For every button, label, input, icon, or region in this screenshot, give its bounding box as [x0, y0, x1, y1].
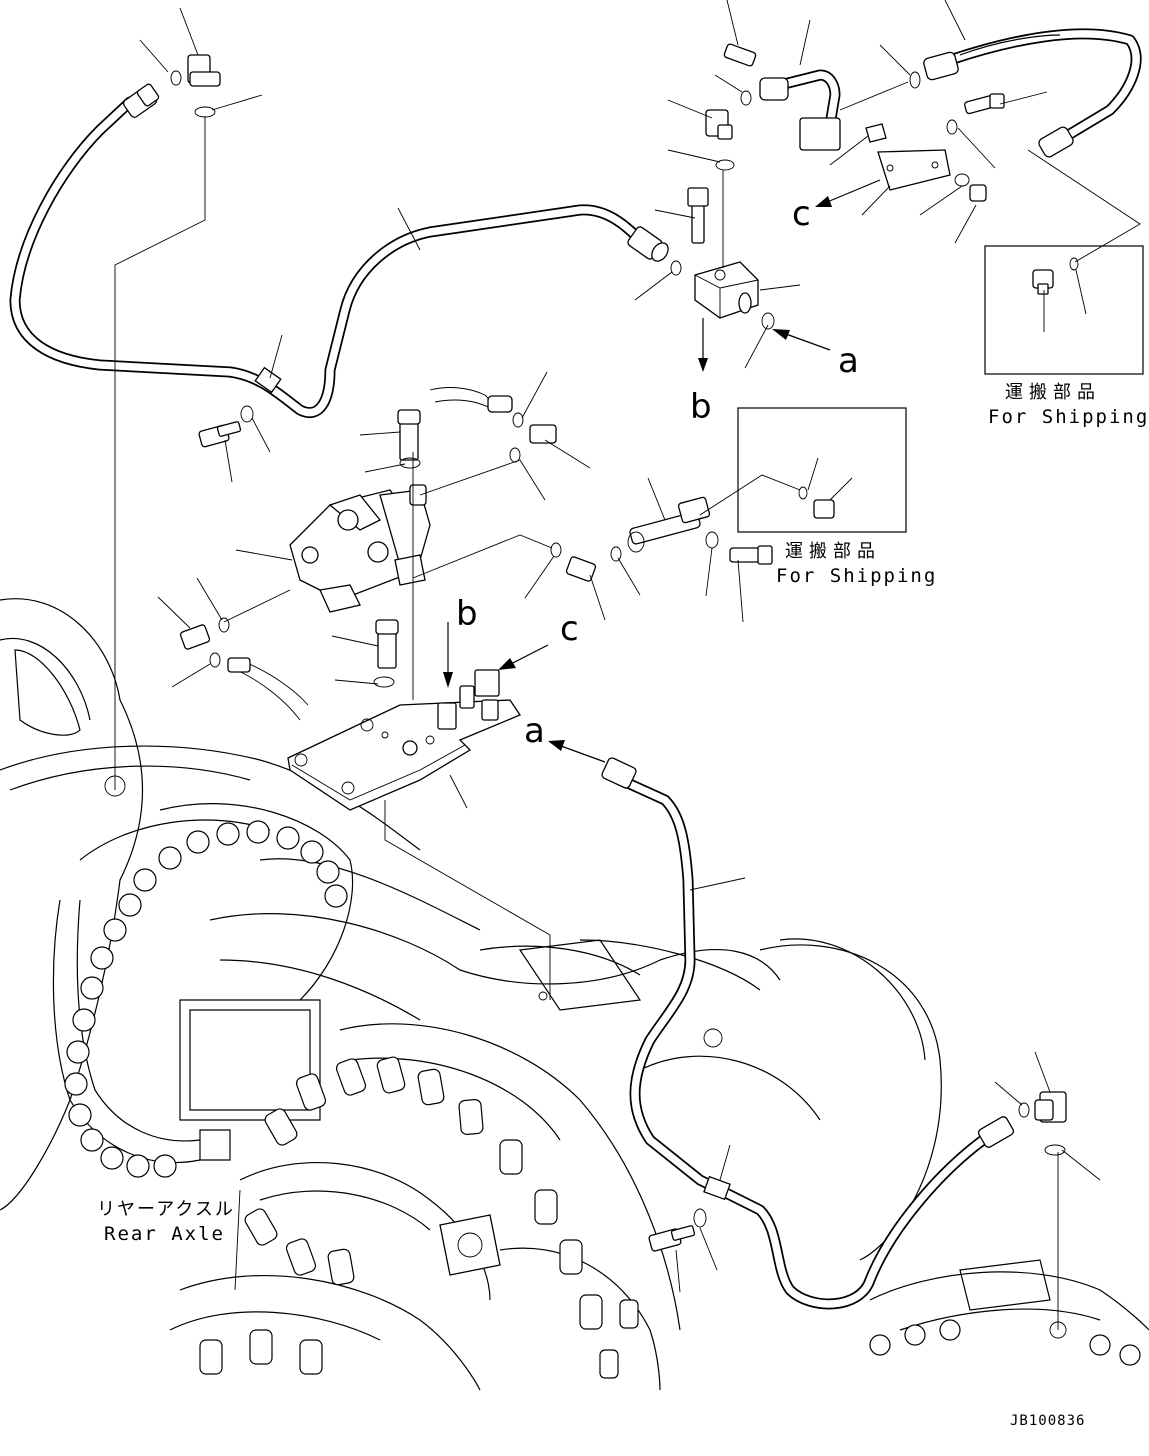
check-valve-rod [627, 496, 773, 565]
tube-nut-upper-left [122, 83, 160, 118]
callout-arrows [443, 179, 881, 763]
elbow-fitting-top-left [170, 54, 221, 118]
shipping-box-1 [984, 245, 1144, 375]
junction-block [670, 187, 775, 330]
brake-tube-lower [601, 757, 1015, 1310]
callout-b-top: b [690, 387, 712, 427]
hose-top-right [923, 28, 1142, 158]
wheel-studs [199, 1056, 1141, 1379]
shipping-box-2-label-jp: 運搬部品 [785, 541, 881, 562]
valve-fittings [179, 387, 622, 721]
tube-nut-upper-right [627, 226, 669, 262]
callout-c-bottom: c [560, 609, 579, 649]
callout-a-bottom: a [524, 711, 545, 751]
bracket-top-right [865, 123, 951, 191]
shipping-box-1-label-jp: 運搬部品 [1005, 382, 1101, 403]
hub-flange [439, 1214, 501, 1276]
leader-lines [114, 0, 1141, 1330]
brake-tube-upper [9, 96, 651, 418]
rear-axle-label-jp: リヤーアクスル [97, 1199, 235, 1220]
callout-a-top: a [838, 341, 859, 381]
rear-axle-label-en: Rear Axle [104, 1223, 225, 1245]
callout-c-top: c [792, 194, 811, 234]
bolt-set-left [198, 405, 254, 448]
drawing-code: JB100836 [1010, 1413, 1085, 1429]
brake-valve [289, 484, 431, 613]
shipping-box-2-label-en: For Shipping [776, 565, 937, 587]
shipping-box-1-label-en: For Shipping [988, 406, 1149, 428]
bolt-set-lower [648, 1208, 707, 1252]
elbow-fitting-lower-right [1018, 1091, 1067, 1156]
elbow-tube-top [759, 69, 841, 151]
fittings-top [705, 43, 1005, 202]
mounting-plate [287, 619, 521, 811]
hub-bolt-ring [64, 820, 348, 1178]
shipping-box-2 [737, 407, 907, 533]
callout-b-bottom: b [456, 594, 478, 634]
